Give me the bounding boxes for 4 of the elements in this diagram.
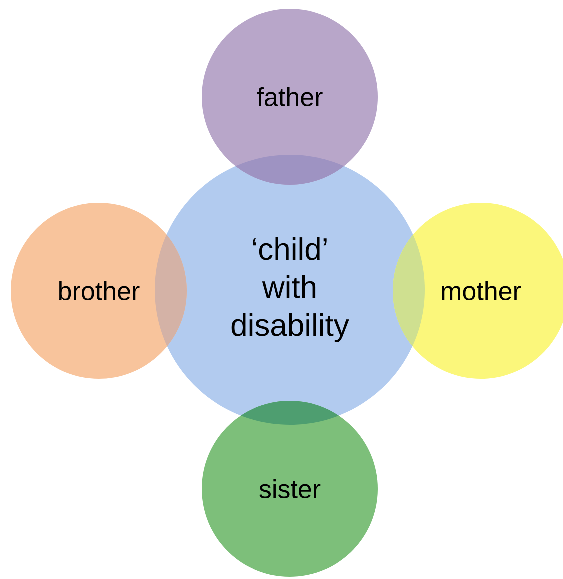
node-label: brother bbox=[59, 281, 140, 301]
node-label: sister bbox=[260, 479, 321, 499]
node-label: father bbox=[257, 87, 323, 107]
node-label: mother bbox=[442, 281, 522, 301]
